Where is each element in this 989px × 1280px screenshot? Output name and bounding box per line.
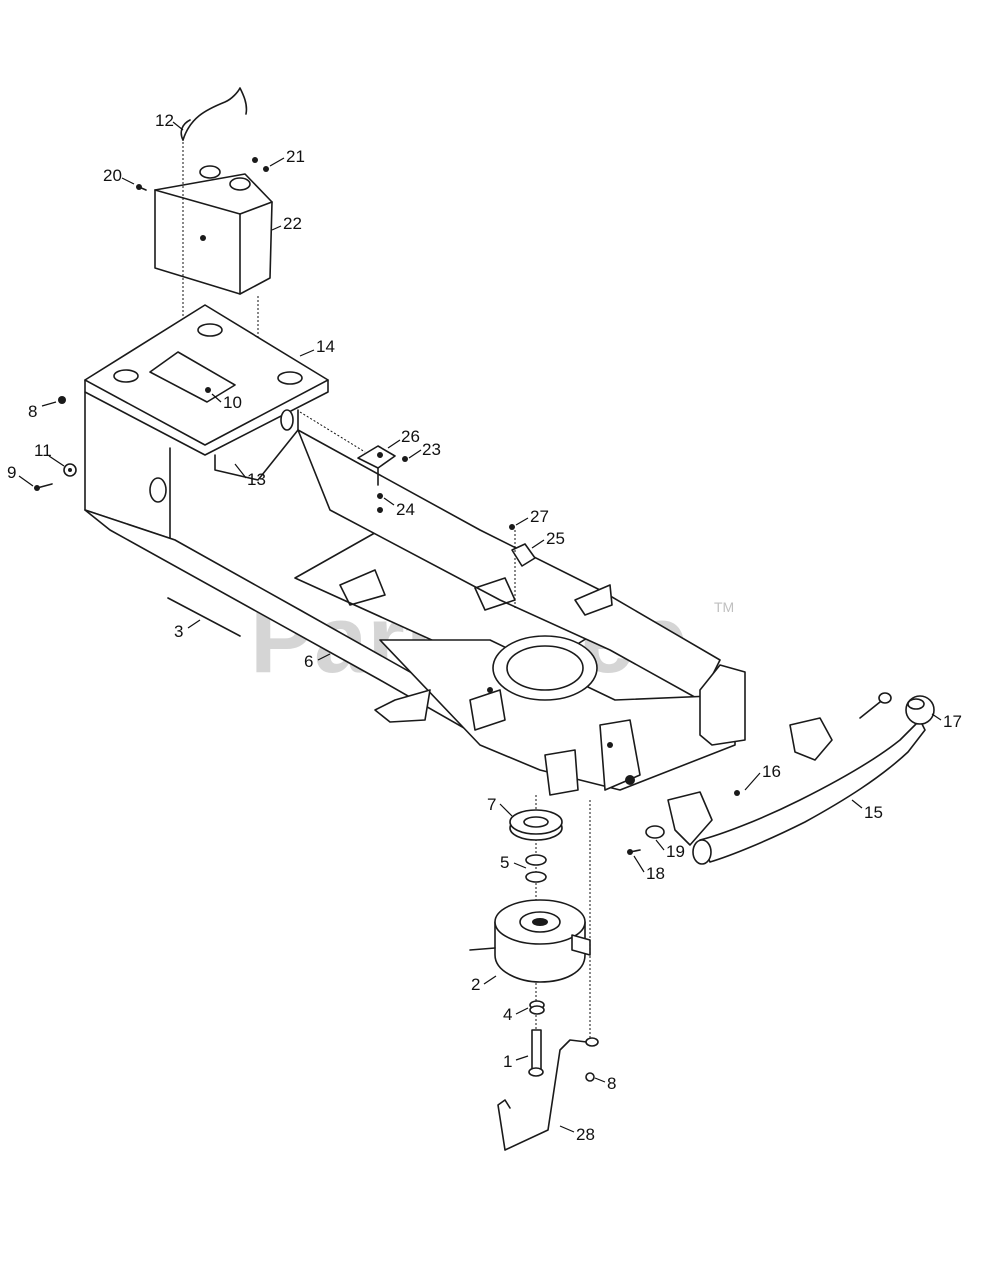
part-15-front-axle[interactable]	[667, 717, 926, 865]
callout-8-lower[interactable]: 8	[607, 1074, 616, 1093]
leader-lines	[18, 121, 942, 1133]
callout-19[interactable]: 19	[666, 842, 685, 861]
part-6-main-frame[interactable]	[84, 429, 746, 796]
part-17-bushing[interactable]	[905, 695, 935, 725]
callout-17[interactable]: 17	[943, 712, 962, 731]
part-14-battery-tray[interactable]	[84, 304, 329, 456]
part-16-nut[interactable]	[734, 790, 740, 796]
callout-18[interactable]: 18	[646, 864, 665, 883]
part-25-switch[interactable]	[511, 543, 536, 567]
callout-24[interactable]: 24	[396, 500, 415, 519]
callout-5[interactable]: 5	[500, 853, 509, 872]
part-26-bracket[interactable]	[357, 445, 396, 486]
callout-4[interactable]: 4	[503, 1005, 512, 1024]
part-18-bolt[interactable]	[627, 849, 641, 855]
callout-27[interactable]: 27	[530, 507, 549, 526]
callout-9[interactable]: 9	[7, 463, 16, 482]
callout-labels: 12 20 21 22 14 8 10 11 9 13 26 23 24 27 …	[7, 111, 962, 1144]
callout-13[interactable]: 13	[247, 470, 266, 489]
part-28-link-rod[interactable]	[497, 1037, 599, 1151]
callout-16[interactable]: 16	[762, 762, 781, 781]
part-3-rod[interactable]	[167, 597, 241, 637]
callout-26[interactable]: 26	[401, 427, 420, 446]
callout-23[interactable]: 23	[422, 440, 441, 459]
part-13-frame-bracket[interactable]	[84, 391, 299, 541]
part-24-nut[interactable]	[377, 493, 383, 513]
part-11-spacer[interactable]	[63, 463, 77, 477]
part-19-bushing[interactable]	[645, 825, 665, 839]
part-9-bolt[interactable]	[34, 483, 53, 491]
callout-28[interactable]: 28	[576, 1125, 595, 1144]
part-10-fastener[interactable]	[205, 387, 211, 393]
callout-12[interactable]: 12	[155, 111, 174, 130]
part-7-pulley[interactable]	[509, 809, 563, 841]
callout-2[interactable]: 2	[471, 975, 480, 994]
callout-10[interactable]: 10	[223, 393, 242, 412]
callout-1[interactable]: 1	[503, 1052, 512, 1071]
part-5-spacer[interactable]	[525, 854, 547, 883]
callout-7[interactable]: 7	[487, 795, 496, 814]
watermark-trademark: TM	[714, 599, 734, 615]
part-22-battery[interactable]	[154, 165, 273, 295]
part-8-nut-upper[interactable]	[58, 396, 66, 404]
callout-22[interactable]: 22	[283, 214, 302, 233]
callout-8-upper[interactable]: 8	[28, 402, 37, 421]
part-27-screw[interactable]	[509, 524, 515, 530]
part-23-bolt[interactable]	[402, 456, 408, 462]
part-pivot-bolt[interactable]	[859, 692, 892, 719]
callout-6[interactable]: 6	[304, 652, 313, 671]
part-12-battery-cable[interactable]	[180, 87, 248, 141]
callout-14[interactable]: 14	[316, 337, 335, 356]
part-8-nut-lower[interactable]	[585, 1072, 595, 1082]
callout-15[interactable]: 15	[864, 803, 883, 822]
part-1-bolt[interactable]	[528, 1029, 544, 1077]
callout-21[interactable]: 21	[286, 147, 305, 166]
part-4-washer[interactable]	[529, 1000, 545, 1015]
part-20-bolt[interactable]	[136, 184, 147, 191]
callout-25[interactable]: 25	[546, 529, 565, 548]
callout-11[interactable]: 11	[34, 441, 52, 460]
callout-20[interactable]: 20	[103, 166, 122, 185]
callout-3[interactable]: 3	[174, 622, 183, 641]
part-21-nut[interactable]	[252, 157, 269, 172]
part-2-pto-clutch[interactable]	[469, 899, 591, 983]
